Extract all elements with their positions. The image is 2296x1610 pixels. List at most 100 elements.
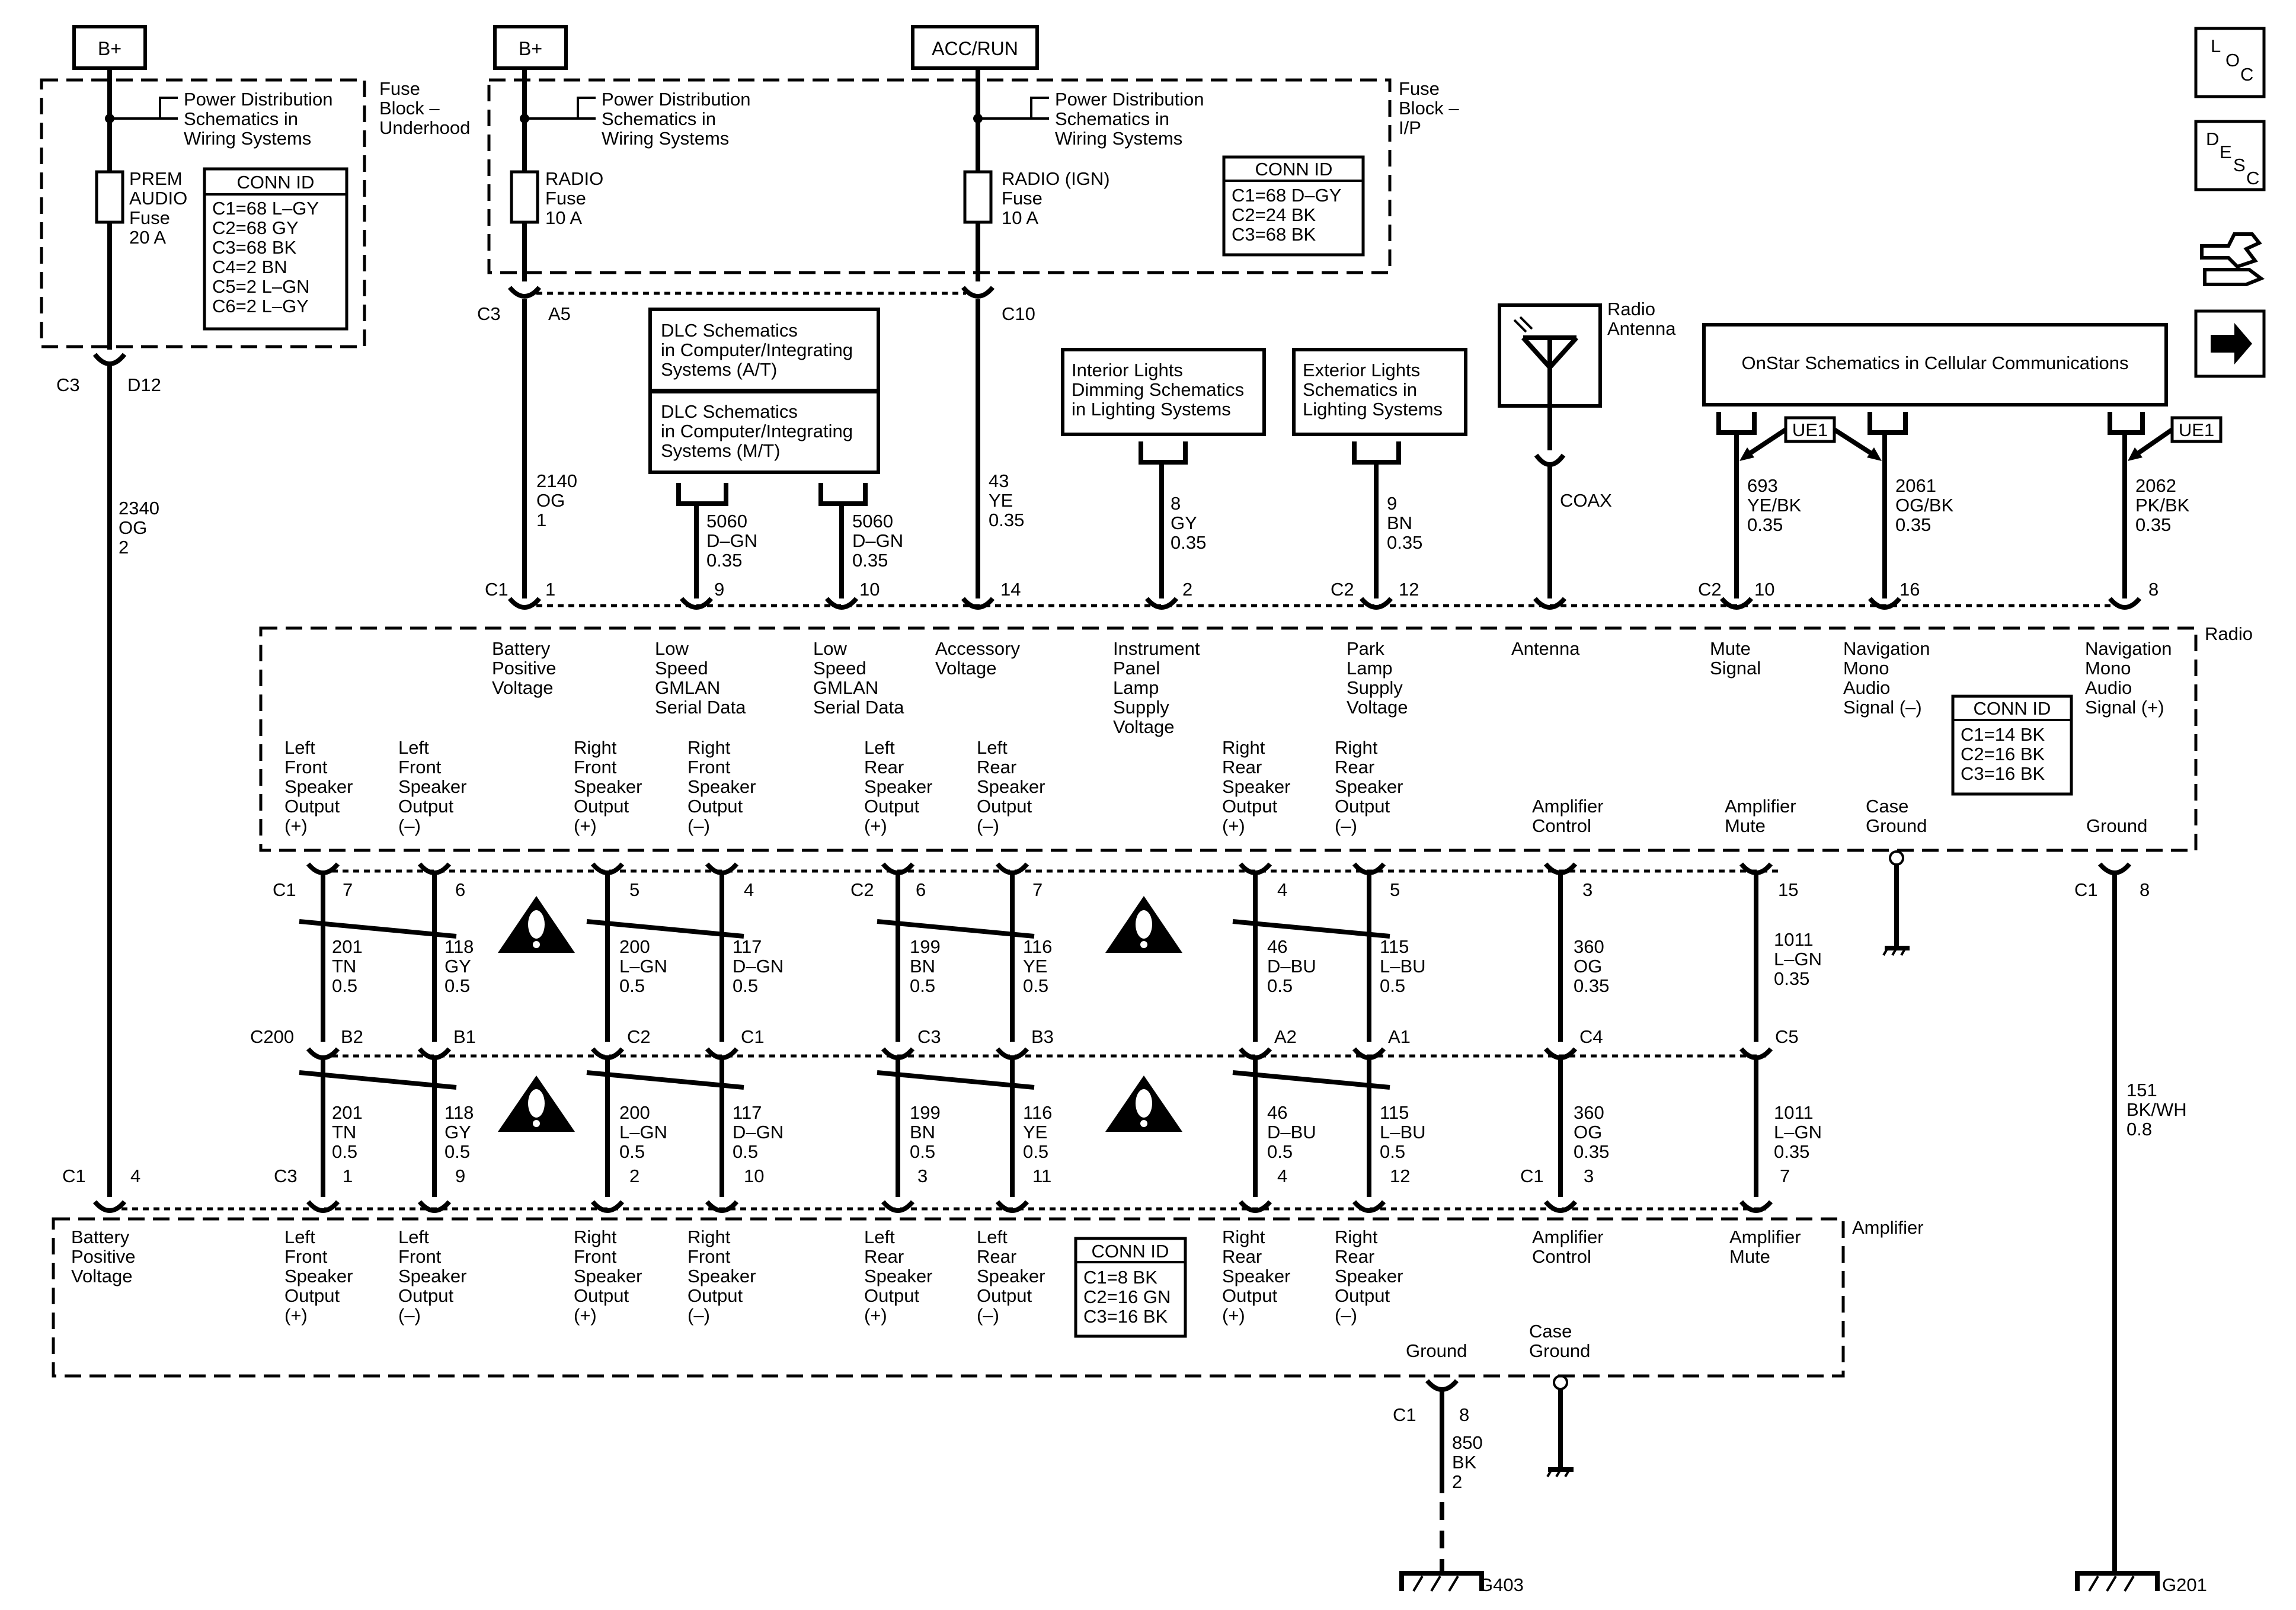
svg-text:3: 3 (1584, 1166, 1594, 1186)
wire-151-label: 151 BK/WH 0.8 (2126, 1080, 2187, 1140)
svg-text:46: 46 (1267, 1102, 1287, 1123)
svg-text:0.5: 0.5 (1023, 1141, 1048, 1162)
svg-text:I/P: I/P (1399, 117, 1421, 138)
svg-text:1011: 1011 (1774, 929, 1814, 950)
svg-text:Voltage: Voltage (492, 677, 553, 698)
svg-text:OG/BK: OG/BK (1895, 495, 1954, 516)
svg-text:Positive: Positive (71, 1246, 136, 1267)
svg-text:C1: C1 (62, 1166, 86, 1186)
svg-text:Lamp: Lamp (1347, 658, 1393, 678)
svg-text:3: 3 (1582, 879, 1593, 900)
conn-c3-a5-symbol (507, 286, 542, 299)
svg-text:TN: TN (332, 956, 356, 977)
desc-icon[interactable]: D E S C (2194, 120, 2266, 191)
svg-text:Serial Data: Serial Data (655, 697, 746, 718)
svg-text:2061: 2061 (1895, 475, 1936, 496)
svg-text:Output: Output (977, 796, 1032, 817)
svg-text:118: 118 (445, 1102, 474, 1123)
radio-title: Radio (2205, 623, 2253, 644)
svg-text:5060: 5060 (852, 511, 893, 532)
svg-text:Underhood: Underhood (379, 117, 470, 138)
svg-text:(+): (+) (1222, 815, 1245, 836)
svg-text:C1=8 BK: C1=8 BK (1083, 1267, 1157, 1288)
svg-text:117: 117 (733, 1102, 762, 1123)
svg-text:Control: Control (1532, 1246, 1591, 1267)
svg-text:C1: C1 (1393, 1404, 1416, 1425)
svg-text:Right: Right (574, 1227, 617, 1247)
svg-text:BN: BN (1387, 513, 1412, 533)
svg-text:Case: Case (1529, 1321, 1572, 1342)
svg-text:Wiring Systems: Wiring Systems (1055, 128, 1182, 149)
svg-text:0.35: 0.35 (852, 550, 888, 571)
svg-text:Systems (A/T): Systems (A/T) (661, 359, 777, 380)
pd-ref-3: Power Distribution Schematics in Wiring … (1055, 89, 1204, 149)
svg-text:C2=16 GN: C2=16 GN (1083, 1286, 1171, 1307)
svg-text:Amplifier: Amplifier (1532, 796, 1604, 817)
svg-text:0.5: 0.5 (1267, 975, 1293, 996)
svg-text:9: 9 (714, 579, 724, 600)
svg-text:OG: OG (536, 490, 565, 511)
svg-text:0.5: 0.5 (1267, 1141, 1293, 1162)
svg-text:Voltage: Voltage (935, 658, 996, 678)
radio-rf-minus: Right Front Speaker Output (–) (687, 737, 756, 836)
amp-ground-label: Ground (1406, 1340, 1467, 1361)
svg-text:8: 8 (2140, 879, 2150, 900)
loc-icon[interactable]: L O C (2194, 27, 2266, 98)
svg-text:Speaker: Speaker (1222, 1266, 1290, 1286)
svg-text:(+): (+) (284, 815, 308, 836)
arrow-right-icon[interactable] (2194, 309, 2266, 378)
svg-text:D–GN: D–GN (733, 1122, 784, 1142)
svg-text:(–): (–) (1335, 1305, 1357, 1326)
svg-text:Output: Output (574, 1285, 629, 1306)
svg-text:Right: Right (1222, 737, 1265, 758)
svg-text:Battery: Battery (71, 1227, 130, 1247)
svg-text:(–): (–) (687, 1305, 710, 1326)
pd-ref-1-leader (110, 97, 178, 120)
svg-text:20 A: 20 A (129, 227, 166, 248)
svg-text:693: 693 (1747, 475, 1778, 496)
svg-text:D12: D12 (127, 375, 161, 395)
speaker-wire-labels-lower: 201 TN 0.5 118 GY 0.5 200 L–GN 0.5 117 D… (332, 1102, 1822, 1162)
svg-text:Right: Right (1222, 1227, 1265, 1247)
svg-text:9: 9 (455, 1166, 465, 1186)
svg-text:Supply: Supply (1347, 677, 1403, 698)
amp-input-connectors (92, 1200, 1773, 1213)
svg-text:12: 12 (1390, 1166, 1410, 1186)
svg-text:4: 4 (1277, 1166, 1287, 1186)
svg-text:Left: Left (977, 737, 1008, 758)
connector-tool-icon[interactable] (2200, 232, 2265, 286)
svg-text:Output: Output (284, 1285, 340, 1306)
svg-text:Systems (M/T): Systems (M/T) (661, 440, 781, 461)
svg-text:Speaker: Speaker (977, 776, 1045, 797)
svg-text:Audio: Audio (2085, 677, 2132, 698)
svg-text:Speaker: Speaker (864, 776, 932, 797)
svg-text:Antenna: Antenna (1511, 638, 1580, 659)
svg-text:B2: B2 (341, 1026, 363, 1047)
svg-text:0.35: 0.35 (1387, 532, 1422, 553)
svg-text:10 A: 10 A (1002, 207, 1038, 228)
svg-text:Output: Output (398, 796, 453, 817)
amp-ground-connector-label: C1 8 (1393, 1404, 1469, 1425)
svg-text:C4: C4 (1579, 1026, 1603, 1047)
svg-text:Low: Low (655, 638, 689, 659)
svg-text:Fuse: Fuse (129, 207, 170, 228)
svg-text:Power Distribution: Power Distribution (184, 89, 333, 110)
radio-output-pin-labels: C1 7 6 5 4 C2 6 7 4 5 3 15 C1 8 (273, 879, 2150, 900)
svg-text:Left: Left (864, 737, 895, 758)
conn-id-ip: CONN ID C1=68 D–GY C2=24 BK C3=68 BK (1222, 155, 1365, 257)
conn-id-radio: CONN ID C1=14 BK C2=16 BK C3=16 BK (1951, 694, 2073, 796)
svg-text:Front: Front (574, 1246, 617, 1267)
svg-text:C2: C2 (1331, 579, 1354, 600)
acc-run-box (911, 25, 1039, 70)
svg-text:Rear: Rear (1222, 1246, 1262, 1267)
wire-5060a-label: 5060 D–GN 0.35 (706, 511, 757, 571)
svg-text:Left: Left (284, 737, 315, 758)
amp-rf-plus: Right Front Speaker Output (+) (574, 1227, 642, 1326)
svg-text:E: E (2220, 142, 2232, 162)
svg-text:PK/BK: PK/BK (2135, 495, 2190, 516)
svg-text:C3: C3 (917, 1026, 941, 1047)
svg-text:7: 7 (343, 879, 353, 900)
wire-693-label: 693 YE/BK 0.35 (1747, 475, 1802, 535)
svg-text:Speaker: Speaker (1335, 1266, 1403, 1286)
